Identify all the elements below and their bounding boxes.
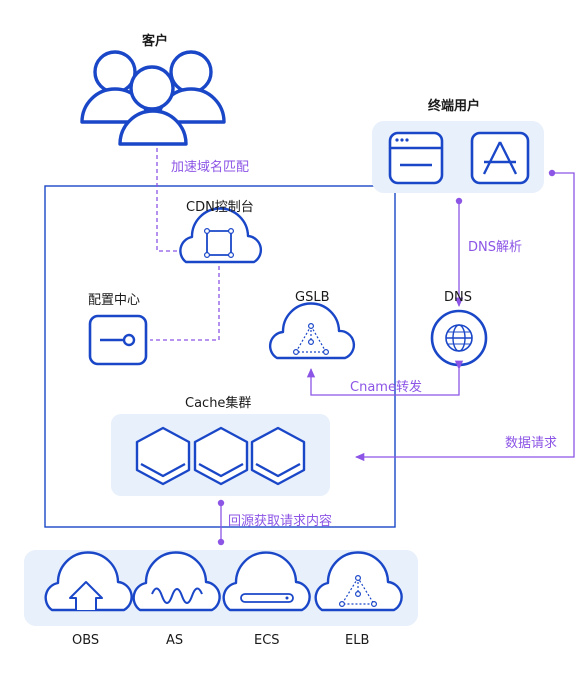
edge-console-to-config [150, 266, 220, 341]
edge-data-request [354, 172, 575, 462]
cdn-console-icon [179, 207, 263, 264]
ecs-icon [222, 551, 311, 612]
edge-cname-forward [306, 360, 464, 396]
dns-label: DNS [444, 290, 472, 305]
gslb-label: GSLB [295, 290, 330, 305]
customers-icon [80, 50, 226, 146]
back-to-origin-label: 回源获取请求内容 [228, 514, 333, 529]
cache-node-icons [135, 426, 306, 486]
as-icon [132, 551, 221, 612]
data-request-label: 数据请求 [505, 436, 558, 451]
dns-globe-icon [430, 309, 488, 367]
cname-forward-label: Cname转发 [350, 380, 422, 395]
origin-label-elb: ELB [345, 633, 370, 648]
end-user-label: 终端用户 [428, 99, 481, 114]
app-store-icon [470, 131, 530, 185]
origin-label-ecs: ECS [254, 633, 280, 648]
elb-icon [314, 551, 403, 612]
browser-icon [388, 131, 444, 185]
cdn-boundary [44, 185, 396, 528]
obs-icon [44, 551, 133, 612]
config-center-label: 配置中心 [88, 293, 141, 308]
accelerate-domain-label: 加速域名匹配 [171, 160, 250, 175]
config-center-icon [88, 314, 148, 366]
origin-label-obs: OBS [72, 633, 100, 648]
dns-resolve-label: DNS解析 [468, 240, 522, 255]
cache-cluster-label: Cache集群 [185, 396, 252, 411]
gslb-icon [268, 302, 355, 360]
cdn-console-label: CDN控制台 [186, 200, 254, 215]
customer-label: 客户 [142, 34, 169, 49]
origin-label-as: AS [166, 633, 184, 648]
